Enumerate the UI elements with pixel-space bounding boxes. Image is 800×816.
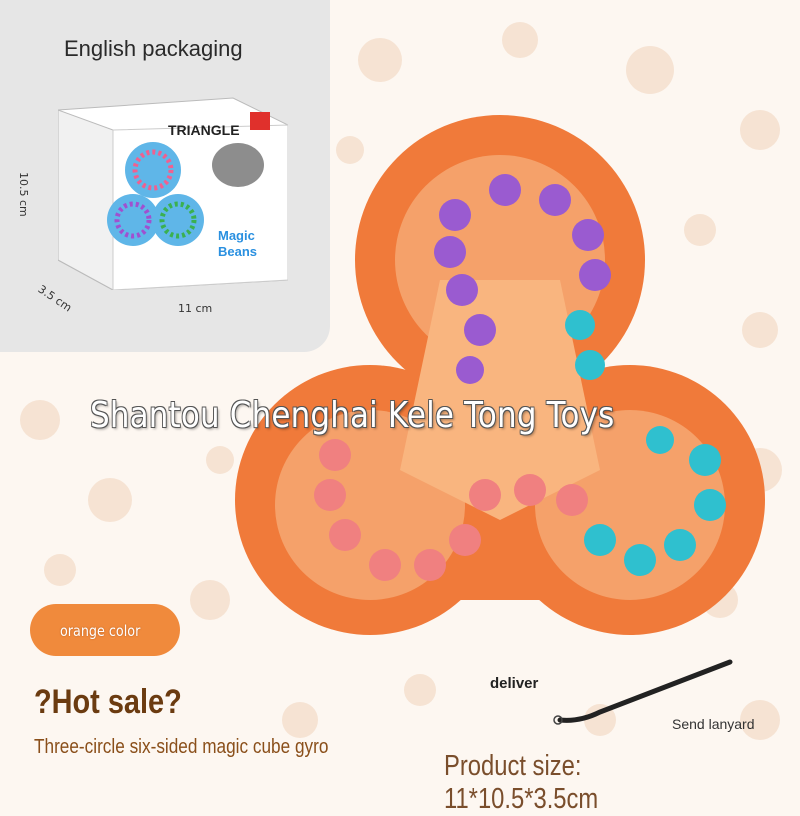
color-option-pill[interactable] xyxy=(30,604,180,656)
packaging-box-image: TRIANGLE Magic Beans xyxy=(58,97,288,290)
lanyard-image xyxy=(553,659,733,725)
hot-sale-heading: ?Hot sale? xyxy=(34,683,182,721)
packaging-width-label: 11 cm xyxy=(178,302,213,315)
svg-text:Magic: Magic xyxy=(218,228,255,243)
svg-text:Beans: Beans xyxy=(218,244,257,259)
product-size: Product size: 11*10.5*3.5cm xyxy=(444,750,599,815)
color-option-label: orange color xyxy=(60,622,141,640)
packaging-title: English packaging xyxy=(64,36,243,61)
product-name: Three-circle six-sided magic cube gyro xyxy=(34,736,329,758)
deliver-label: deliver xyxy=(490,675,539,692)
svg-text:TRIANGLE: TRIANGLE xyxy=(168,122,240,138)
lanyard-label: Send lanyard xyxy=(672,716,755,732)
watermark-text: Shantou Chenghai Kele Tong Toys xyxy=(90,395,615,436)
